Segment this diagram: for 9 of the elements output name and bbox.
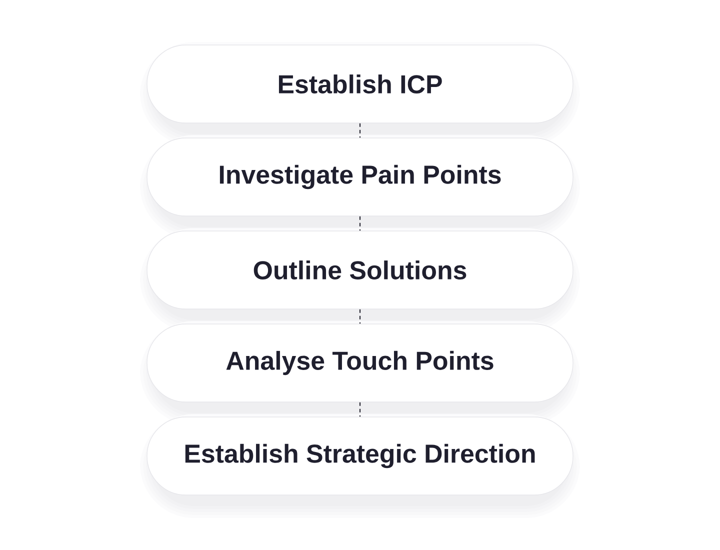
dashed-connector: [359, 402, 361, 417]
dashed-connector: [359, 216, 361, 231]
dashed-connector: [359, 309, 361, 324]
step-pill: Analyse Touch Points: [146, 324, 574, 402]
step-pill: Establish Strategic Direction: [146, 416, 574, 496]
step-pill: Outline Solutions: [146, 230, 574, 310]
step-pill: Investigate Pain Points: [146, 138, 574, 216]
step-pill: Establish ICP: [146, 44, 574, 124]
dashed-connector: [359, 123, 361, 138]
